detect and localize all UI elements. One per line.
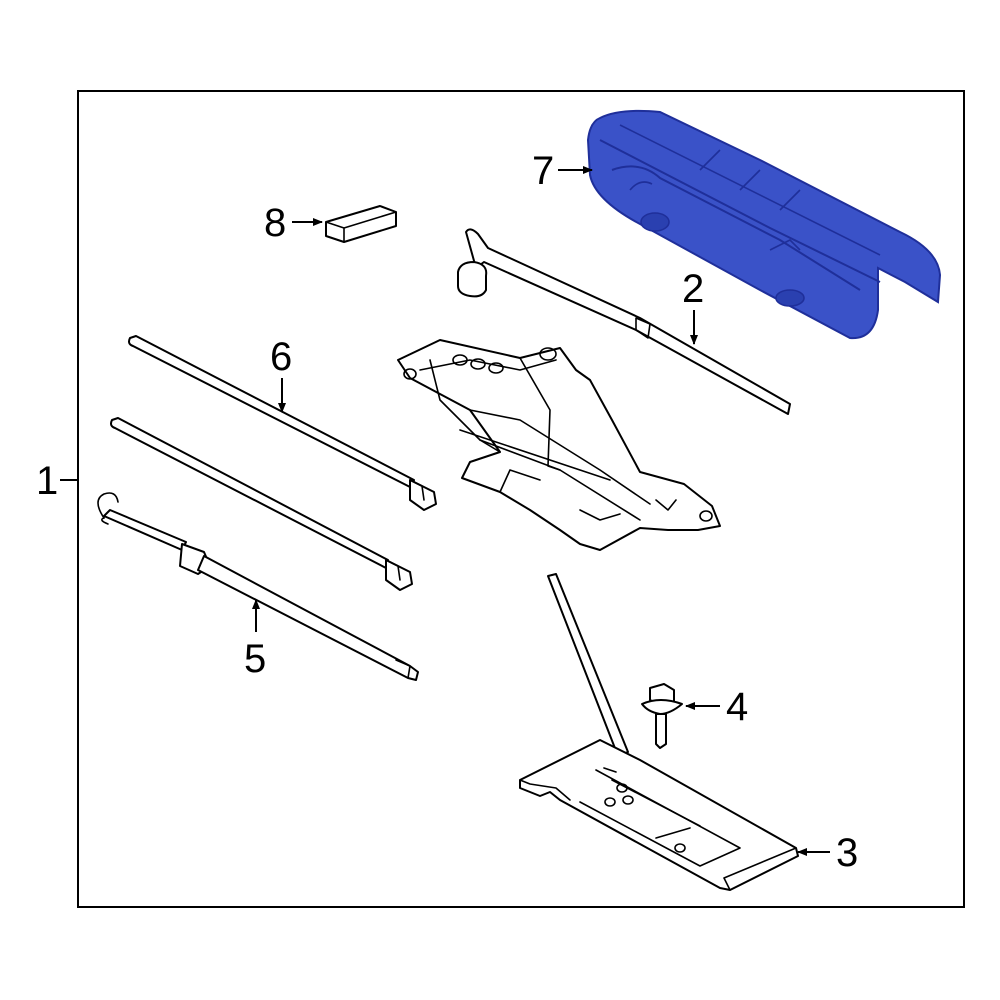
callout-5[interactable]: 5 <box>244 637 266 681</box>
callout-1[interactable]: 1 <box>36 459 58 503</box>
callout-8[interactable]: 8 <box>264 201 286 245</box>
part-3-bracket[interactable] <box>519 573 799 891</box>
scissor-jack[interactable] <box>397 339 721 551</box>
callout-4[interactable]: 4 <box>726 685 748 729</box>
callout-3[interactable]: 3 <box>836 831 858 875</box>
callout-6[interactable]: 6 <box>270 335 292 379</box>
part-6-extension-rods[interactable] <box>110 335 437 591</box>
part-2-lug-wrench[interactable] <box>457 228 791 415</box>
part-4-bolt[interactable] <box>641 683 683 749</box>
callout-7[interactable]: 7 <box>532 149 554 193</box>
part-5-jack-handle[interactable] <box>97 492 419 681</box>
part-7-jack-tray[interactable] <box>586 109 942 340</box>
callout-2[interactable]: 2 <box>682 267 704 311</box>
part-8-pad[interactable] <box>325 205 397 243</box>
